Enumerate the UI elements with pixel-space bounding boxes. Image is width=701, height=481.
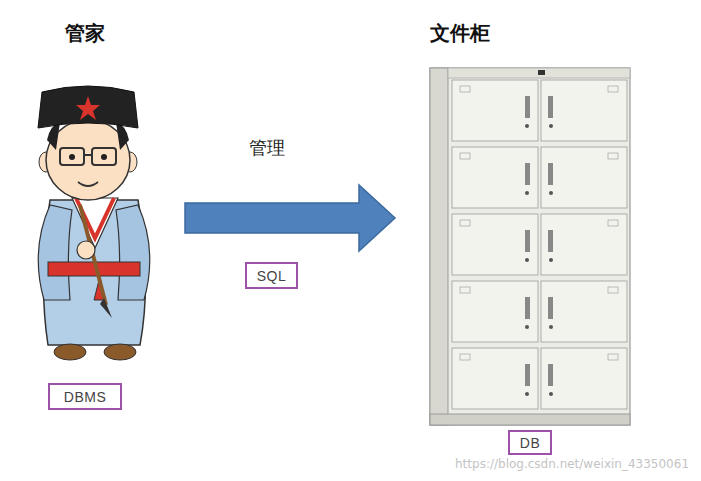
sql-box: SQL: [245, 262, 298, 289]
cabinet-door: [452, 281, 538, 342]
box-label: SQL: [257, 268, 287, 284]
door-handle: [525, 96, 530, 118]
cabinet-door: [541, 281, 627, 342]
label-slot: [608, 220, 618, 226]
cabinet-region: 文件柜 DB: [395, 15, 675, 460]
dbms-box: DBMS: [48, 383, 122, 410]
door-handle: [525, 364, 530, 386]
label-slot: [460, 86, 470, 92]
door-handle: [525, 297, 530, 319]
illustration-part: [448, 68, 630, 78]
label-slot: [460, 220, 470, 226]
illustration-part: [76, 96, 100, 120]
keyhole: [525, 392, 529, 396]
illustration-part: [38, 86, 138, 128]
keyhole: [549, 258, 553, 262]
illustration-part: [430, 414, 630, 425]
watermark: https://blog.csdn.net/weixin_43350061: [455, 457, 689, 471]
door-handle: [548, 163, 553, 185]
cabinet-door: [541, 214, 627, 275]
keyhole: [549, 325, 553, 329]
cabinet-door: [452, 147, 538, 208]
door-handle: [525, 230, 530, 252]
door-handle: [525, 163, 530, 185]
label-slot: [460, 287, 470, 293]
illustration-part: [430, 68, 448, 425]
keyhole: [525, 258, 529, 262]
butler-region: 管家 DBMS: [20, 15, 185, 415]
illustration-part: [101, 154, 107, 160]
db-box: DB: [508, 430, 552, 455]
label-slot: [608, 287, 618, 293]
illustration-part: [78, 182, 98, 186]
illustration-part: [538, 70, 545, 75]
cabinet-door: [541, 348, 627, 409]
illustration-part: [38, 205, 72, 300]
cabinet-door: [452, 214, 538, 275]
illustration-part: [77, 241, 95, 259]
keyhole: [525, 191, 529, 195]
door-handle: [548, 297, 553, 319]
cabinet-door: [452, 80, 538, 141]
illustration-part: [430, 68, 630, 425]
arrow-label: 管理: [249, 136, 285, 160]
heading: 文件柜: [430, 20, 490, 47]
box-label: DBMS: [64, 389, 106, 405]
filing-cabinet: [430, 68, 630, 425]
illustration-part: [100, 298, 112, 318]
cabinet-doors: [452, 80, 627, 409]
keyhole: [549, 191, 553, 195]
cabinet-door: [452, 348, 538, 409]
keyhole: [525, 124, 529, 128]
illustration-part: [69, 154, 75, 160]
block-arrow: [185, 185, 395, 251]
label-slot: [608, 86, 618, 92]
door-handle: [548, 230, 553, 252]
cabinet-door: [541, 80, 627, 141]
keyhole: [525, 325, 529, 329]
illustration-part: [104, 344, 136, 360]
butler-figure: [38, 86, 150, 360]
illustration-part: [54, 344, 86, 360]
label-slot: [608, 153, 618, 159]
keyhole: [549, 124, 553, 128]
illustration-part: [92, 148, 116, 165]
illustration-part: [60, 148, 84, 165]
door-handle: [548, 96, 553, 118]
illustration-part: [84, 154, 92, 156]
box-label: DB: [520, 435, 540, 451]
door-handle: [548, 364, 553, 386]
label-slot: [608, 354, 618, 360]
illustration-part: [116, 205, 150, 300]
cabinet-door: [541, 147, 627, 208]
heading: 管家: [65, 20, 105, 47]
label-slot: [460, 354, 470, 360]
keyhole: [549, 392, 553, 396]
illustration-part: [46, 120, 130, 200]
label-slot: [460, 153, 470, 159]
